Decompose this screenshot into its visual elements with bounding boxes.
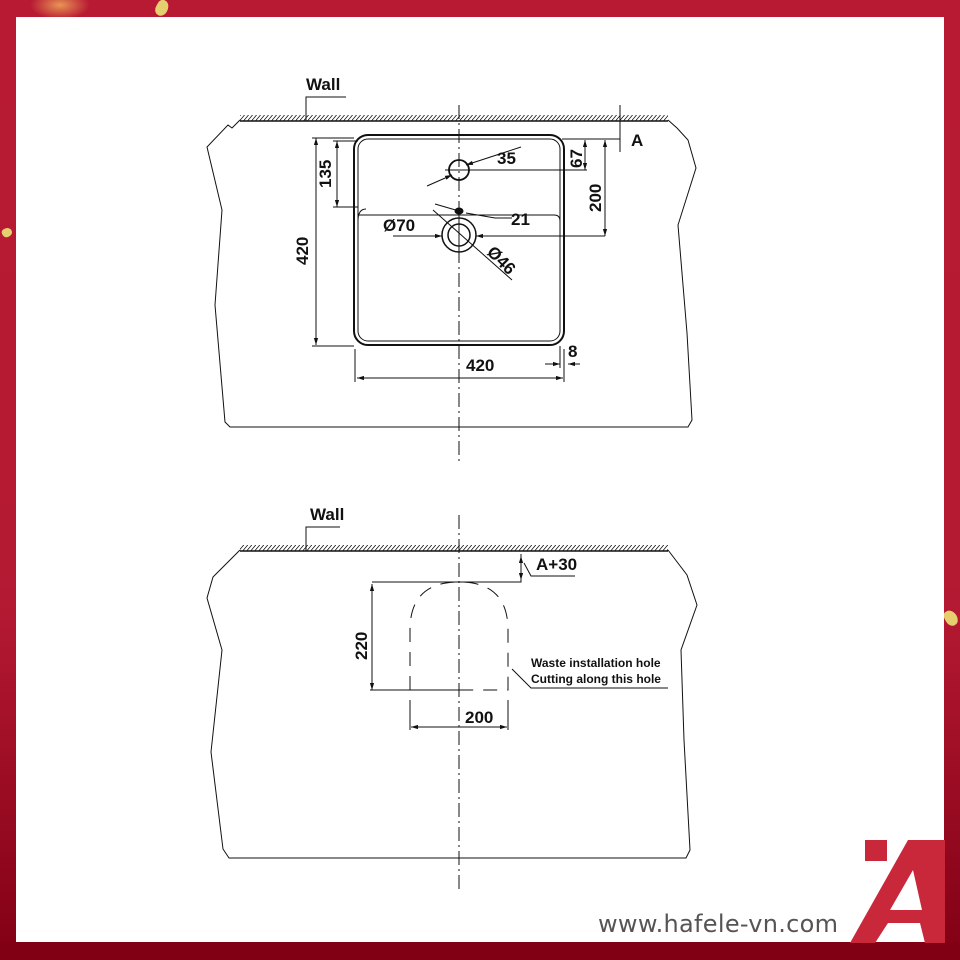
- dim-basin-depth: 420: [293, 237, 312, 265]
- wall-label-bottom: Wall: [310, 505, 344, 524]
- wall-label-top: Wall: [306, 75, 340, 94]
- dim-waste-to-wall: 200: [586, 184, 605, 212]
- dim-waste-inner: Ø46: [483, 242, 519, 278]
- frame-bottom-border: [0, 942, 960, 960]
- dim-tap-to-wall: 67: [567, 149, 586, 168]
- basin-outer: [353, 134, 565, 346]
- dim-overflow: 21: [511, 210, 530, 229]
- waste-cutout-outline: [409, 581, 509, 691]
- website-url[interactable]: www.hafele-vn.com: [598, 910, 839, 938]
- ref-a-label: A: [631, 131, 643, 150]
- dim-rim: 8: [568, 342, 577, 361]
- hafele-logo-icon: [850, 840, 945, 943]
- countertop-outline: [206, 119, 697, 428]
- dim-cutout-width: 200: [465, 708, 493, 727]
- dim-cutout-height: 220: [352, 632, 371, 660]
- dim-offset-a30: A+30: [536, 555, 577, 574]
- countertop-outline-bottom: [206, 549, 698, 859]
- dim-tap-hole: 35: [497, 149, 516, 168]
- note-line-1: Waste installation hole: [531, 656, 661, 670]
- dim-waste-outer: Ø70: [383, 216, 415, 235]
- frame-right-border: [944, 600, 960, 960]
- drawing-sheet: [16, 17, 944, 942]
- basin-inner: [357, 138, 561, 342]
- wall-hatch-bottom: [240, 545, 668, 551]
- light-glow: [30, 0, 90, 20]
- wall-hatch: [240, 115, 668, 121]
- cutout-view: [206, 515, 698, 890]
- dim-basin-width: 420: [466, 356, 494, 375]
- dim-tap-to-edge: 135: [316, 160, 335, 188]
- note-line-2: Cutting along this hole: [531, 672, 661, 686]
- frame-left-border: [0, 600, 16, 960]
- top-view: [206, 96, 697, 465]
